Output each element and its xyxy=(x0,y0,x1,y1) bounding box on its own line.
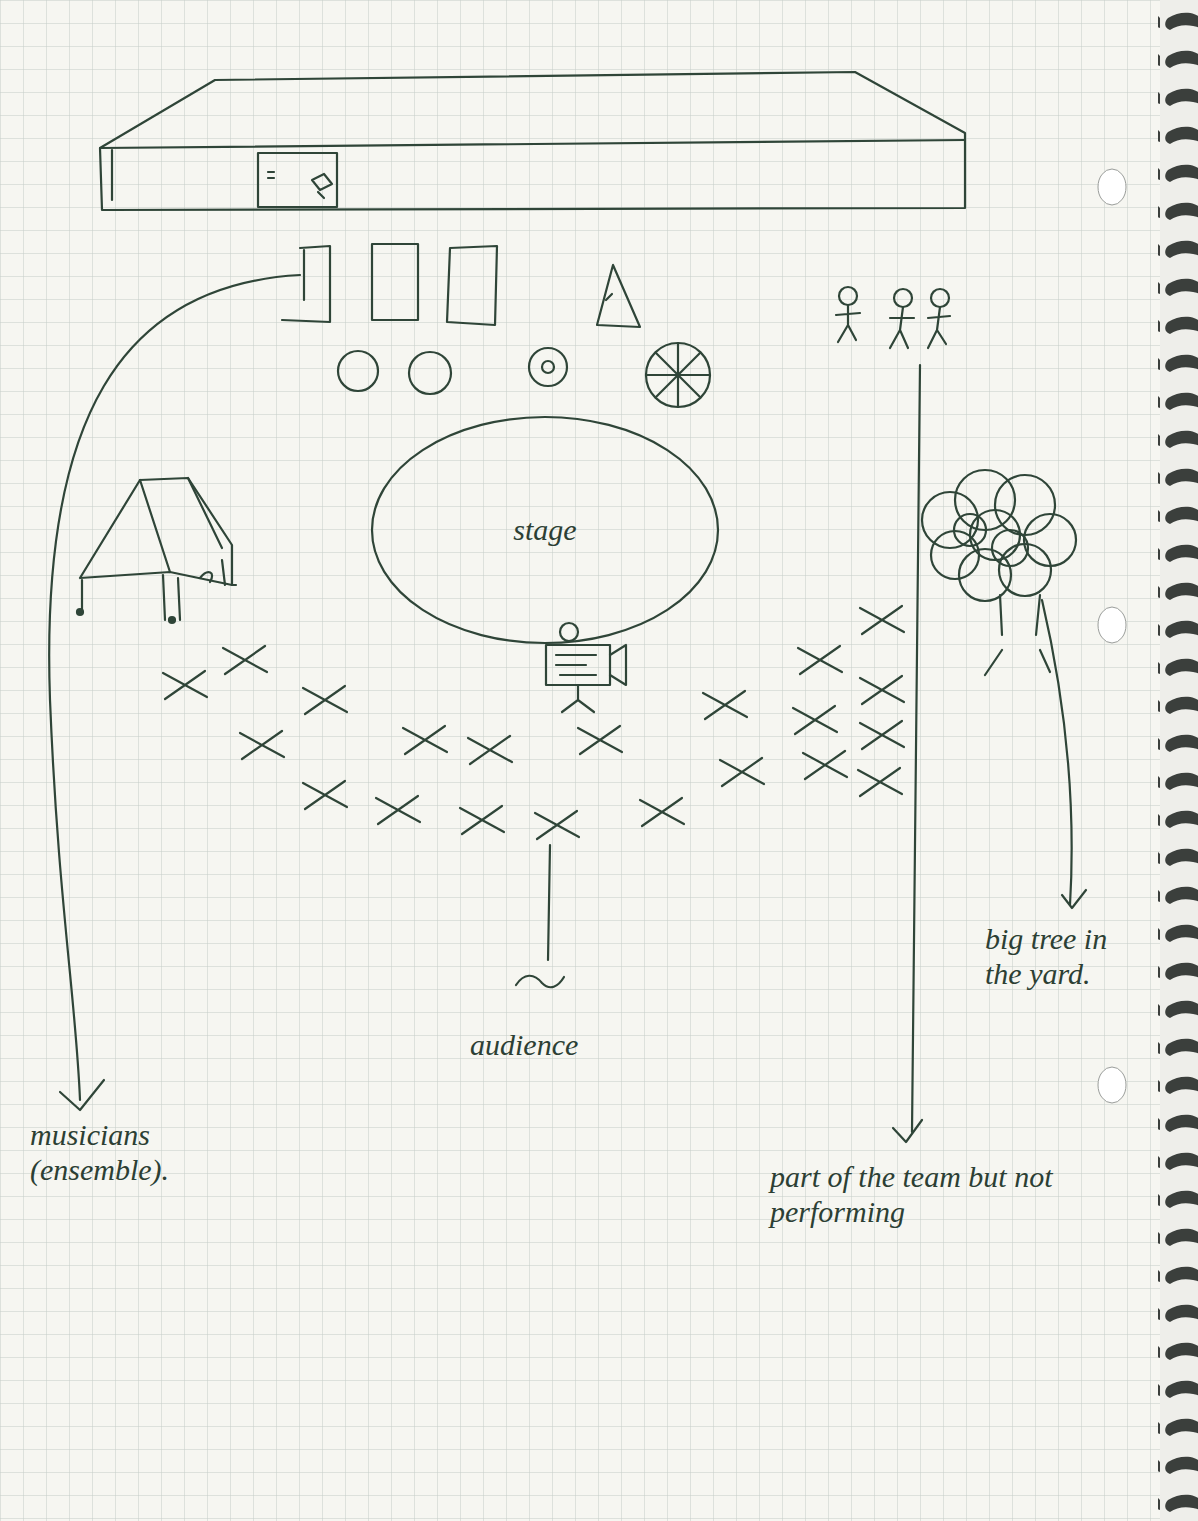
stage-ellipse: stage xyxy=(370,415,720,645)
audience-x xyxy=(720,758,764,786)
audience-x xyxy=(798,646,842,674)
musicians-callout: musicians (ensemble). xyxy=(30,1118,270,1187)
audience-x xyxy=(803,751,847,779)
leader-lines xyxy=(49,275,1086,1142)
camera-operator xyxy=(546,623,626,712)
audience-x xyxy=(376,796,420,824)
ellipse-shape xyxy=(372,417,718,643)
big-tree xyxy=(922,470,1076,675)
audience-x xyxy=(578,726,622,754)
audience-x xyxy=(703,691,747,719)
audience-x xyxy=(860,606,904,634)
triangle-instrument xyxy=(597,265,640,327)
cymbal xyxy=(646,343,710,407)
audience-x xyxy=(858,768,902,796)
audience-x xyxy=(460,806,504,834)
music-stands xyxy=(282,244,497,325)
spiral-binding xyxy=(1158,0,1198,1521)
audience-x xyxy=(468,736,512,764)
audience-x xyxy=(535,811,579,839)
tree-callout: big tree in the yard. xyxy=(985,922,1150,991)
audience-x xyxy=(860,676,904,704)
stage-label: stage xyxy=(513,513,576,548)
team-callout: part of the team but not performing xyxy=(770,1160,1150,1229)
team-figures xyxy=(836,287,950,348)
audience-x xyxy=(860,721,904,749)
building xyxy=(100,72,965,210)
audience-x xyxy=(240,731,284,759)
audience-x xyxy=(403,726,447,754)
audience-x xyxy=(223,646,267,674)
audience-callout: audience xyxy=(470,1028,660,1063)
audience-x xyxy=(163,671,207,699)
grid-paper xyxy=(0,0,1160,1521)
audience-x xyxy=(793,706,837,734)
grand-piano xyxy=(77,478,236,623)
audience-x xyxy=(640,798,684,826)
drums xyxy=(338,348,567,394)
punch-holes xyxy=(1098,169,1126,1103)
audience-x xyxy=(303,781,347,809)
audience-marks xyxy=(163,606,904,839)
audience-x xyxy=(303,686,347,714)
